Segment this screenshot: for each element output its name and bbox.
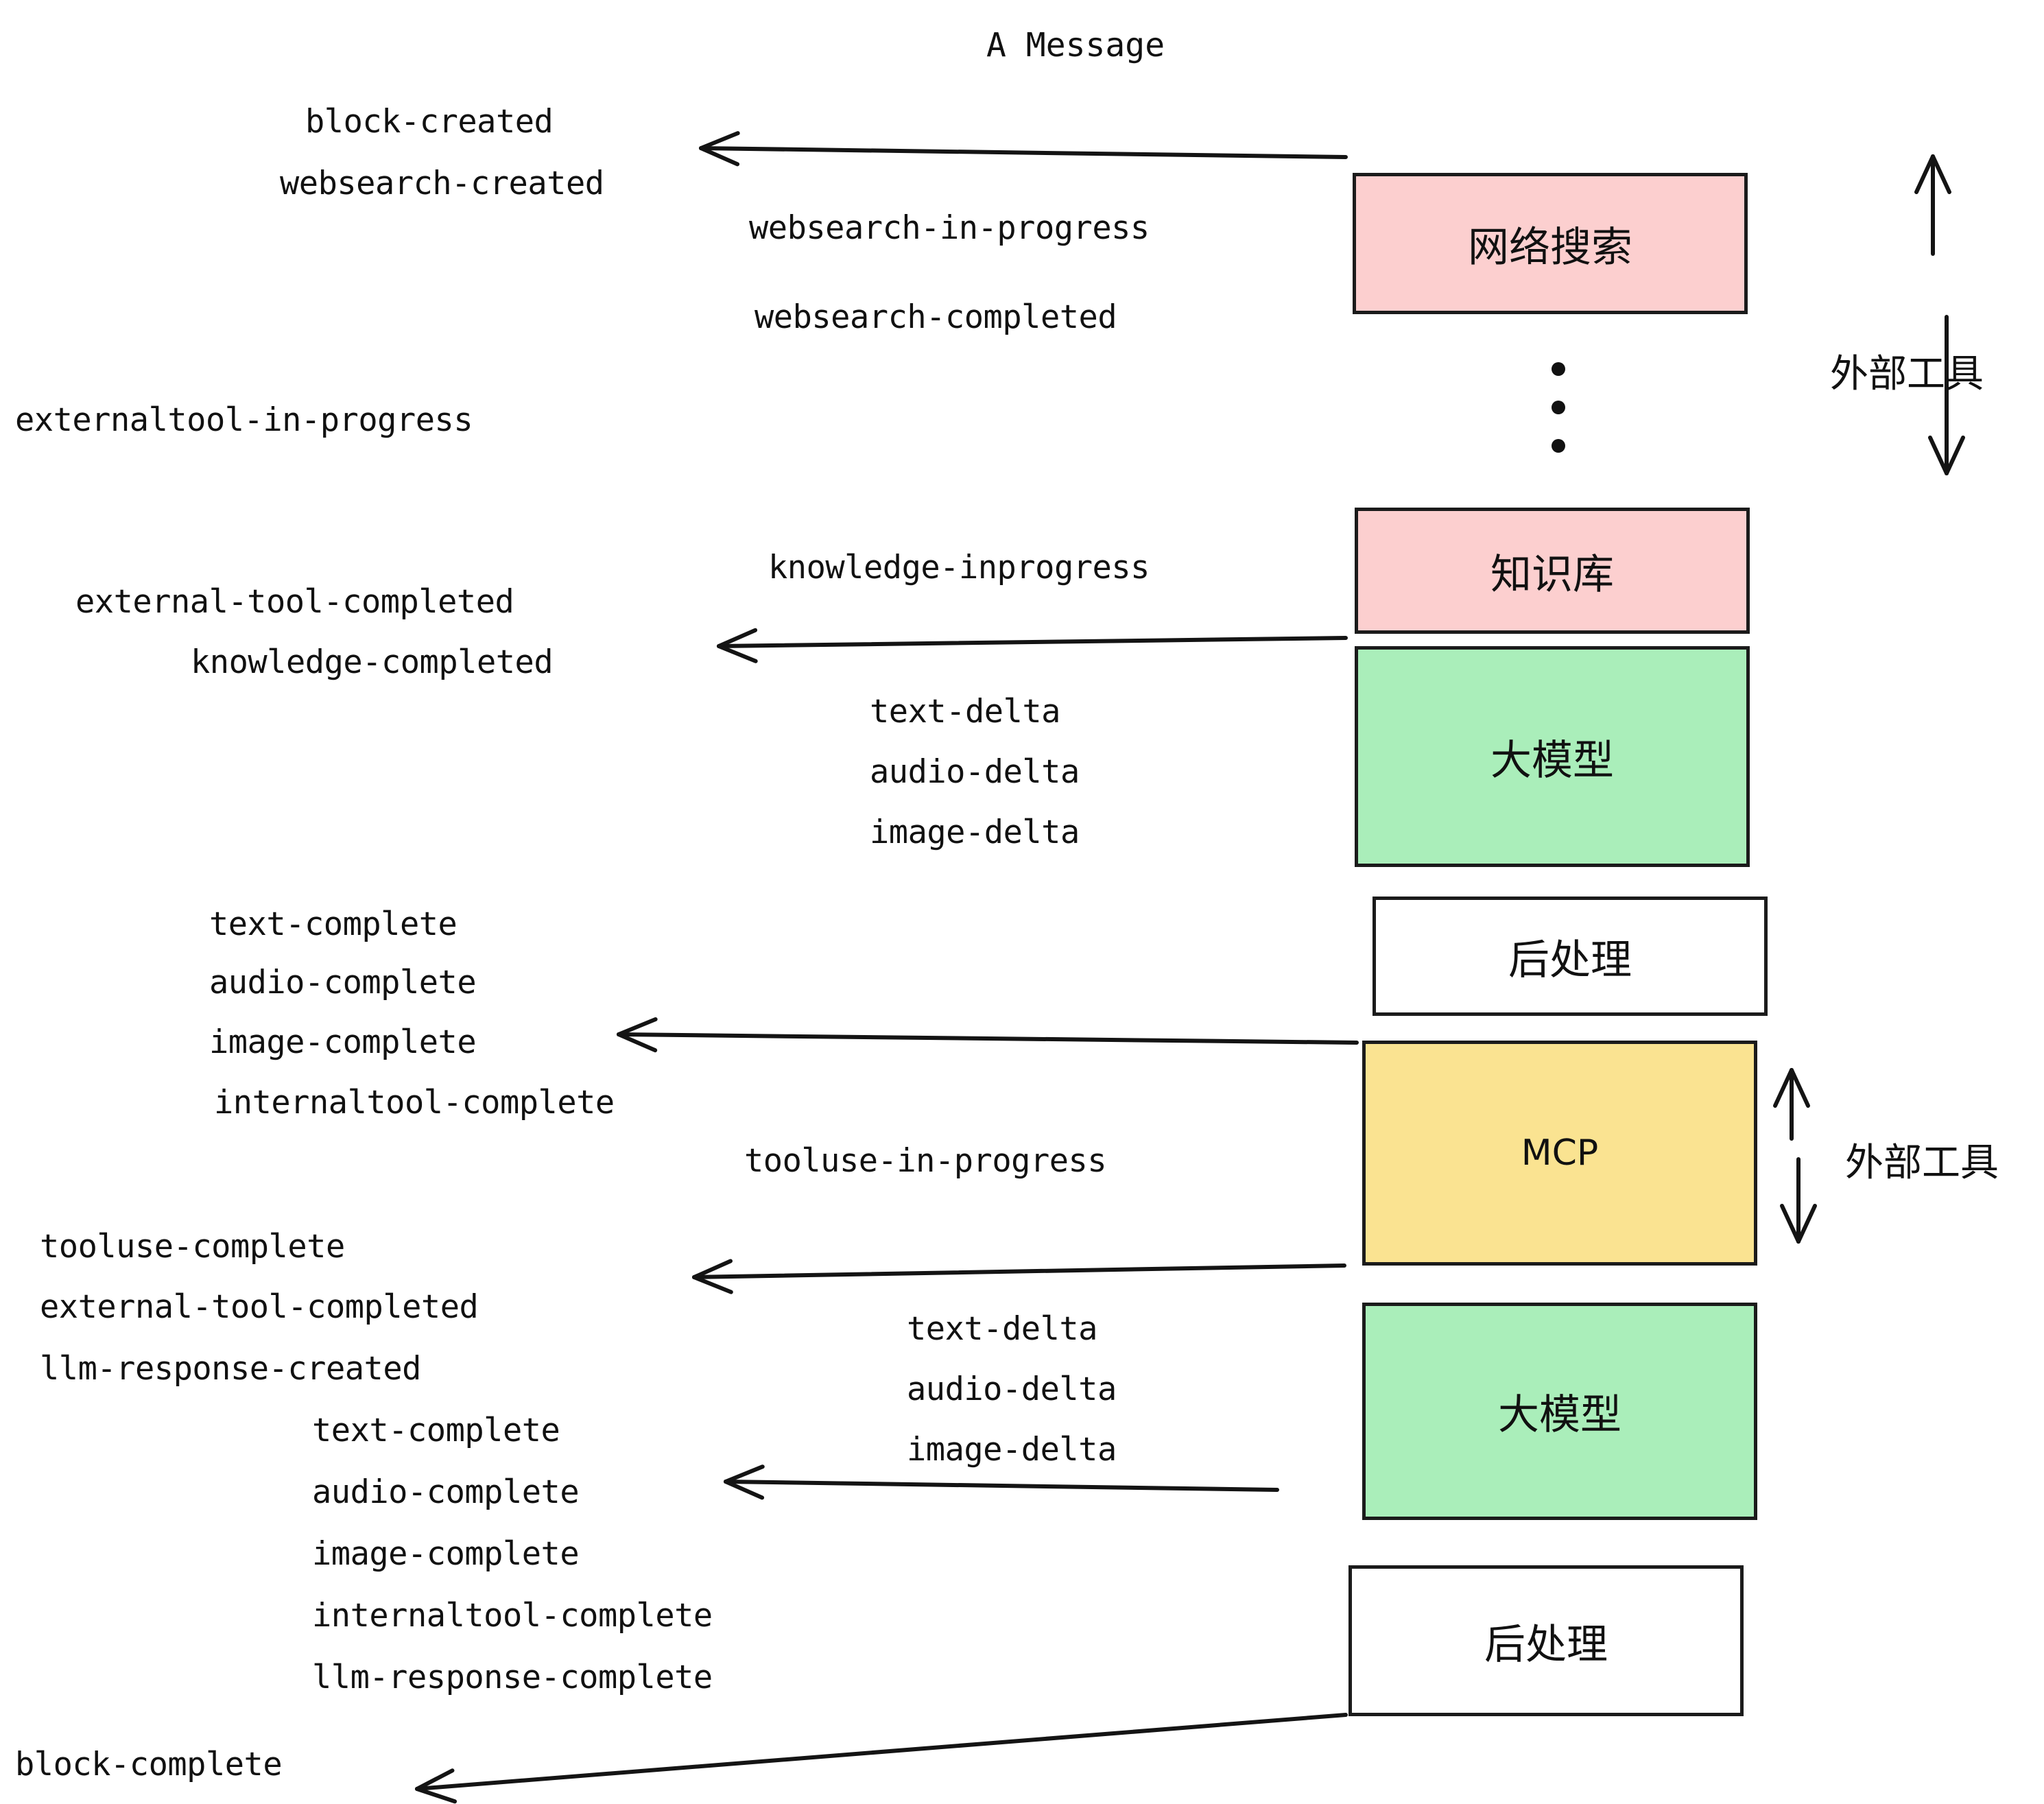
event-label-websearch-in-progress: websearch-in-progress [749,209,1150,247]
event-label-text-delta-2: text-delta [907,1310,1097,1348]
event-label-internaltool-complete-1: internaltool-complete [214,1084,615,1121]
event-label-tooluse-complete: tooluse-complete [40,1228,345,1266]
event-label-websearch-completed: websearch-completed [754,298,1117,336]
event-label-image-delta-2: image-delta [907,1431,1117,1469]
event-label-audio-delta-1: audio-delta [870,753,1080,791]
event-label-externaltool-in-progress: externaltool-in-progress [15,401,473,439]
event-label-image-complete-1: image-complete [209,1023,477,1061]
box-label-postprocess-upper: 后处理 [1508,936,1632,984]
event-label-tooluse-in-progress: tooluse-in-progress [744,1142,1107,1180]
event-label-text-complete-1: text-complete [209,905,457,943]
box-mcp[interactable]: MCP [1362,1041,1757,1266]
ellipsis-dot [1552,401,1565,414]
box-postprocess-upper[interactable]: 后处理 [1372,897,1768,1016]
external-tool-arrow-down-2 [1780,1157,1817,1244]
box-llm-upper[interactable]: 大模型 [1355,646,1750,867]
event-label-knowledge-inprogress: knowledge-inprogress [768,549,1150,586]
box-label-knowledge-base: 知识库 [1490,550,1614,599]
box-label-mcp: MCP [1521,1132,1599,1174]
event-label-llm-response-created: llm-response-created [40,1350,421,1388]
ellipsis-dot [1552,439,1565,453]
box-label-web-search: 网络搜索 [1468,223,1632,272]
box-knowledge-base[interactable]: 知识库 [1355,508,1750,634]
event-label-external-tool-completed-2: external-tool-completed [40,1288,479,1326]
external-tool-arrow-up-2 [1773,1068,1810,1141]
event-label-text-delta-1: text-delta [870,693,1060,731]
event-label-image-complete-2: image-complete [312,1535,580,1573]
event-label-block-created: block-created [305,103,554,141]
arrow-llm-to-image-complete [617,1017,1359,1053]
arrow-knowledge-to-completed [717,628,1348,663]
arrow-post-to-block-complete [415,1713,1348,1804]
event-label-llm-response-complete: llm-response-complete [312,1659,713,1696]
page-title: A Message [986,26,1165,64]
arrow-llm2-to-audio-complete [724,1464,1279,1500]
event-label-audio-complete-2: audio-complete [312,1473,580,1511]
ellipsis-dot [1552,362,1565,376]
box-postprocess-lower[interactable]: 后处理 [1348,1565,1744,1716]
event-label-external-tool-completed-1: external-tool-completed [75,583,514,621]
event-label-audio-delta-2: audio-delta [907,1370,1117,1408]
box-label-llm-upper: 大模型 [1490,736,1614,785]
side-label-external-tool-lower: 外部工具 [1845,1141,1999,1185]
side-label-external-tool-upper: 外部工具 [1830,352,1984,396]
box-label-postprocess-lower: 后处理 [1484,1620,1608,1669]
arrow-websearch-to-created [699,131,1348,167]
event-label-text-complete-2: text-complete [312,1412,560,1449]
box-llm-lower[interactable]: 大模型 [1362,1303,1757,1520]
box-label-llm-lower: 大模型 [1498,1391,1621,1439]
event-label-websearch-created: websearch-created [280,165,604,202]
event-label-knowledge-completed: knowledge-completed [191,643,554,681]
external-tool-arrow-up-1 [1914,154,1951,256]
event-label-block-complete: block-complete [15,1746,283,1783]
arrow-mcp-to-tooluse-complete [692,1259,1346,1294]
event-label-audio-complete-1: audio-complete [209,964,477,1001]
box-web-search[interactable]: 网络搜索 [1353,173,1748,314]
vertical-ellipsis [1552,350,1565,465]
event-label-internaltool-complete-2: internaltool-complete [312,1597,713,1635]
event-label-image-delta-1: image-delta [870,814,1080,851]
